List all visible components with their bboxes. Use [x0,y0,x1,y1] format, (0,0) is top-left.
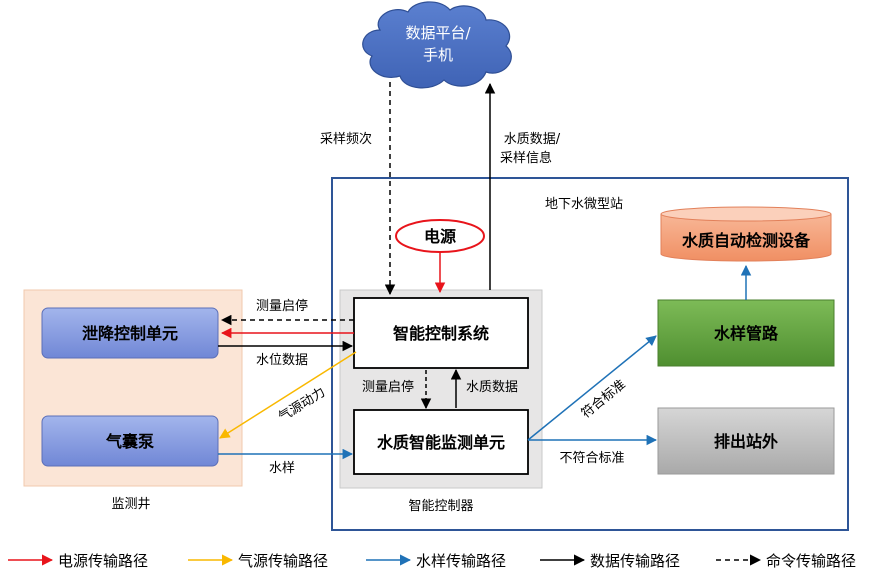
cloud-text-line2: 手机 [423,46,453,64]
groundwater-station-label: 地下水微型站 [545,197,623,212]
water-sample-pipeline-label: 水样管路 [714,324,779,343]
smart-control-system-label: 智能控制系统 [393,324,489,343]
quality-monitoring-unit-label: 水质智能监测单元 [377,433,505,452]
quality-data-upload-label-1: 水质数据/ [504,132,561,147]
discharge-outside-label: 排出站外 [714,432,778,451]
legend-label-4: 命令传输路径 [766,552,856,570]
air-power-arrow [219,351,357,439]
meets-standard-label: 符合标准 [578,376,628,421]
data-platform-cloud: 数据平台/ 手机 [362,1,512,89]
measure-start-stop-top-label: 测量启停 [256,298,308,314]
power-source-label: 电源 [424,227,456,246]
discharge-control-unit-label: 泄降控制单元 [82,324,178,343]
quality-data-upload-label-2: 采样信息 [500,150,552,166]
legend-label-2: 水样传输路径 [416,552,506,570]
air-power-label: 气源动力 [276,384,329,425]
groundwater-station-area [331,177,849,531]
quality-data-mid-label: 水质数据 [466,380,518,395]
cloud-text-line1: 数据平台/ [405,24,471,42]
quality-monitoring-unit-box [353,409,529,475]
discharge-control-unit-box [41,307,219,359]
auto-detection-equipment-cylinder: 水质自动检测设备 [660,206,832,262]
sampling-frequency-label: 采样频次 [320,131,372,147]
air-bag-pump-label: 气囊泵 [105,432,154,451]
water-sample-label: 水样 [269,461,295,476]
not-meets-standard-label: 不符合标准 [559,450,624,466]
legend-label-3: 数据传输路径 [590,552,680,570]
smart-controller-label: 智能控制器 [408,499,473,514]
monitoring-well-label: 监测井 [111,497,150,512]
air-bag-pump-box [41,415,219,467]
legend: 电源传输路径 气源传输路径 水样传输路径 数据传输路径 命令传输路径 [8,552,856,570]
auto-detection-equipment-label: 水质自动检测设备 [682,231,811,250]
measure-start-stop-mid-label: 测量启停 [362,379,414,395]
discharge-outside-box [657,407,835,475]
legend-label-1: 气源传输路径 [238,552,328,570]
meets-standard-arrow [527,335,657,441]
water-sample-pipeline-box [657,299,835,367]
water-level-data-label: 水位数据 [256,353,308,368]
legend-label-0: 电源传输路径 [58,552,148,570]
